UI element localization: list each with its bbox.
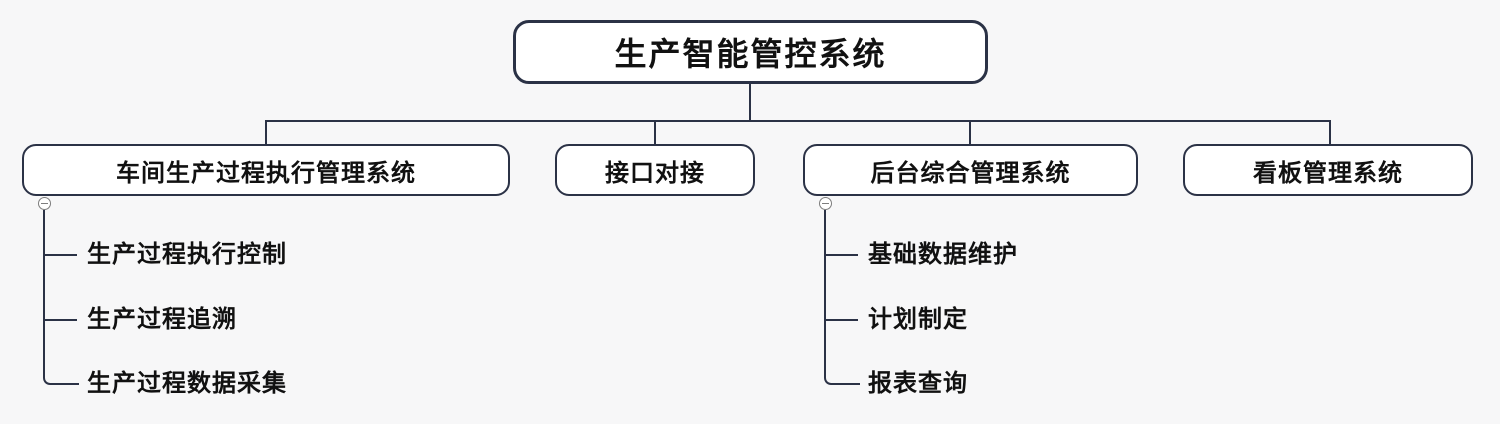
node-label: 车间生产过程执行管理系统 bbox=[116, 159, 416, 187]
connector-stub-child-3 bbox=[969, 120, 971, 144]
subtopic-process-data-collection[interactable]: 生产过程数据采集 bbox=[87, 370, 287, 397]
subtopic-basic-data-maintenance[interactable]: 基础数据维护 bbox=[868, 241, 1018, 268]
subtree-right-elbow bbox=[824, 370, 860, 385]
subtree-right-vline bbox=[824, 210, 826, 378]
node-root[interactable]: 生产智能管控系统 bbox=[513, 20, 988, 84]
subtopic-report-query[interactable]: 报表查询 bbox=[868, 370, 968, 397]
subtree-left-elbow bbox=[43, 370, 79, 385]
node-kanban-management-system[interactable]: 看板管理系统 bbox=[1183, 144, 1473, 196]
subtopic-plan-formulation[interactable]: 计划制定 bbox=[868, 306, 968, 333]
subtree-left-tick-2 bbox=[43, 319, 77, 321]
connector-stub-child-2 bbox=[654, 120, 656, 144]
collapse-toggle-icon[interactable] bbox=[819, 197, 832, 210]
connector-stub-child-4 bbox=[1329, 120, 1331, 144]
minus-icon bbox=[41, 202, 48, 205]
node-label: 看板管理系统 bbox=[1253, 159, 1403, 187]
subtree-left-vline bbox=[43, 210, 45, 378]
connector-rail bbox=[265, 120, 1331, 122]
node-backend-management-system[interactable]: 后台综合管理系统 bbox=[803, 144, 1138, 196]
connector-root-drop bbox=[749, 84, 751, 122]
subtree-right-tick-1 bbox=[824, 254, 858, 256]
node-workshop-execution-system[interactable]: 车间生产过程执行管理系统 bbox=[22, 144, 510, 196]
subtopic-process-execution-control[interactable]: 生产过程执行控制 bbox=[87, 241, 287, 268]
node-label: 接口对接 bbox=[605, 159, 705, 187]
subtopic-process-tracing[interactable]: 生产过程追溯 bbox=[87, 306, 237, 333]
minus-icon bbox=[822, 202, 829, 205]
node-label: 后台综合管理系统 bbox=[870, 159, 1071, 187]
connector-stub-child-1 bbox=[265, 120, 267, 144]
subtree-right-tick-2 bbox=[824, 319, 858, 321]
collapse-toggle-icon[interactable] bbox=[38, 197, 51, 210]
node-root-label: 生产智能管控系统 bbox=[614, 36, 887, 72]
subtree-left-tick-1 bbox=[43, 254, 77, 256]
node-interface-integration[interactable]: 接口对接 bbox=[555, 144, 755, 196]
